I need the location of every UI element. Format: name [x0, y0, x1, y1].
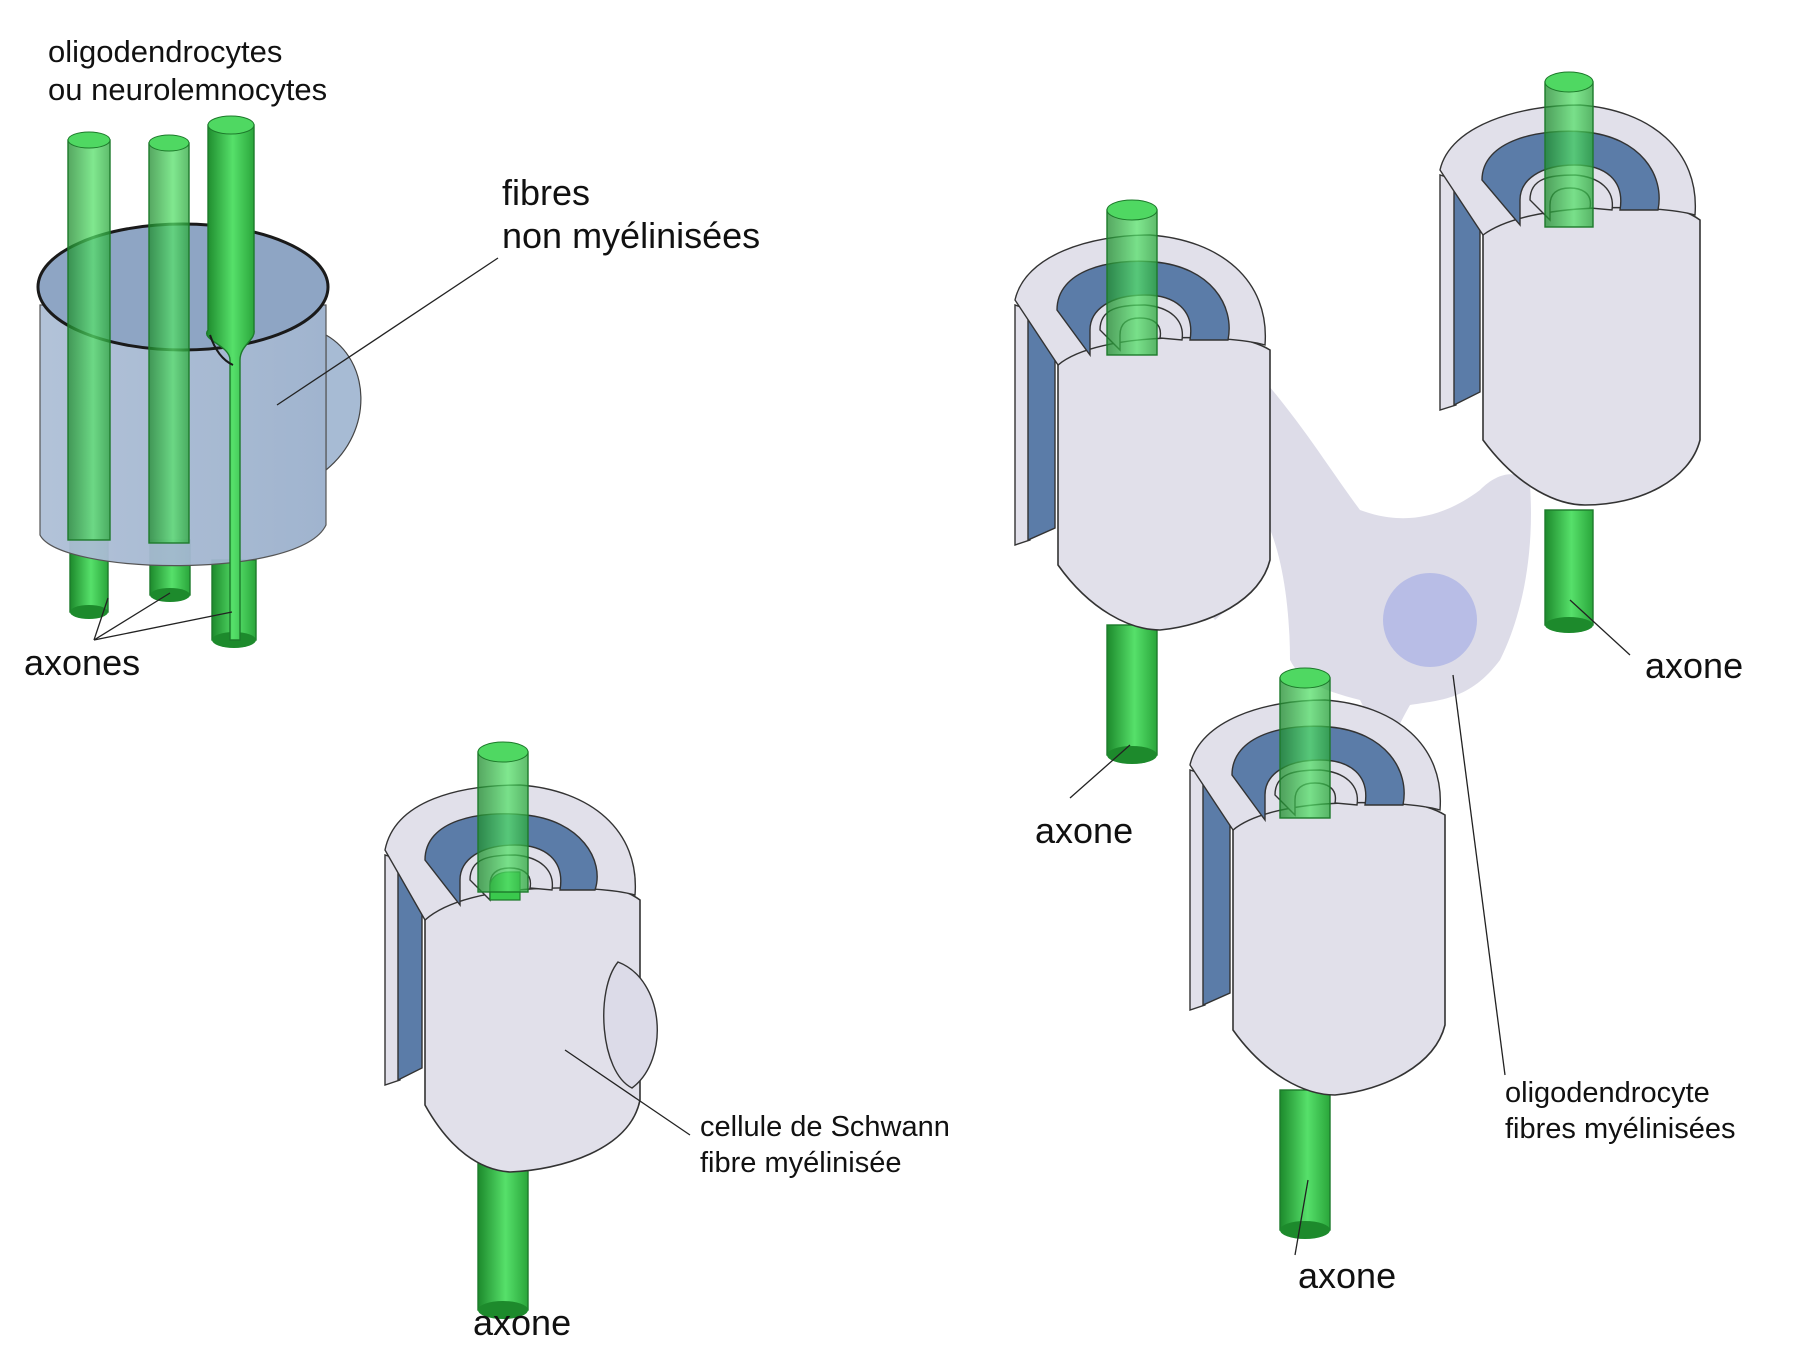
- axon-3: [205, 124, 255, 641]
- schwann-axon-lower: [477, 1159, 529, 1311]
- label-fibres-line2: non myélinisées: [502, 215, 760, 256]
- sheath-bottom: [1232, 796, 1446, 1096]
- axones-leader-2: [93, 592, 171, 641]
- label-schwann-line1: cellule de Schwann: [700, 1111, 950, 1143]
- axon-top-right-lower: [1544, 509, 1594, 626]
- oligodendrocyte-leader: [1452, 674, 1506, 1076]
- axone-left-leader: [1069, 744, 1131, 799]
- label-oligodendrocytes-line1: oligodendrocytes: [48, 34, 282, 69]
- schwann-axon-upper: [477, 751, 529, 893]
- unmyelinated-fibres-group: [36, 115, 362, 648]
- axon-bottom-upper: [1279, 677, 1331, 819]
- schwann-myelinated-group: [384, 741, 658, 1319]
- axon-2: [148, 142, 190, 544]
- label-oligodendrocyte-line2: fibres myélinisées: [1505, 1113, 1735, 1145]
- label-oligodendrocyte-line1: oligodendrocyte: [1505, 1077, 1710, 1109]
- axon-top-right-upper: [1544, 81, 1594, 228]
- label-axones: axones: [24, 642, 140, 683]
- axones-leader-1: [93, 597, 109, 641]
- axon-left-upper: [1106, 209, 1158, 356]
- axon-1: [67, 139, 111, 541]
- label-oligodendrocytes-line2: ou neurolemnocytes: [48, 72, 327, 107]
- label-axone-schwann: axone: [473, 1302, 571, 1343]
- label-fibres-line1: fibres: [502, 172, 590, 213]
- axone-bottom-leader: [1294, 1179, 1309, 1256]
- axon-bottom-lower: [1279, 1089, 1331, 1231]
- oligodendrocyte-nucleus: [1383, 573, 1477, 667]
- sheath-left: [1057, 331, 1271, 631]
- schwann-leader-line: [564, 1049, 691, 1136]
- sheath-top-right: [1482, 197, 1701, 506]
- axon-left-lower: [1106, 624, 1158, 756]
- schwann-nucleus-bulge: [603, 961, 658, 1089]
- axone-right-leader: [1569, 599, 1631, 656]
- label-axone-left: axone: [1035, 810, 1133, 851]
- oligodendrocyte-group: [1014, 71, 1701, 1239]
- fibres-leader-line: [276, 257, 499, 406]
- label-axone-right: axone: [1645, 645, 1743, 686]
- label-schwann-line2: fibre myélinisée: [700, 1147, 901, 1179]
- cell-bulge: [325, 333, 362, 472]
- label-axone-bottom: axone: [1298, 1255, 1396, 1296]
- axones-leader-3: [93, 611, 233, 641]
